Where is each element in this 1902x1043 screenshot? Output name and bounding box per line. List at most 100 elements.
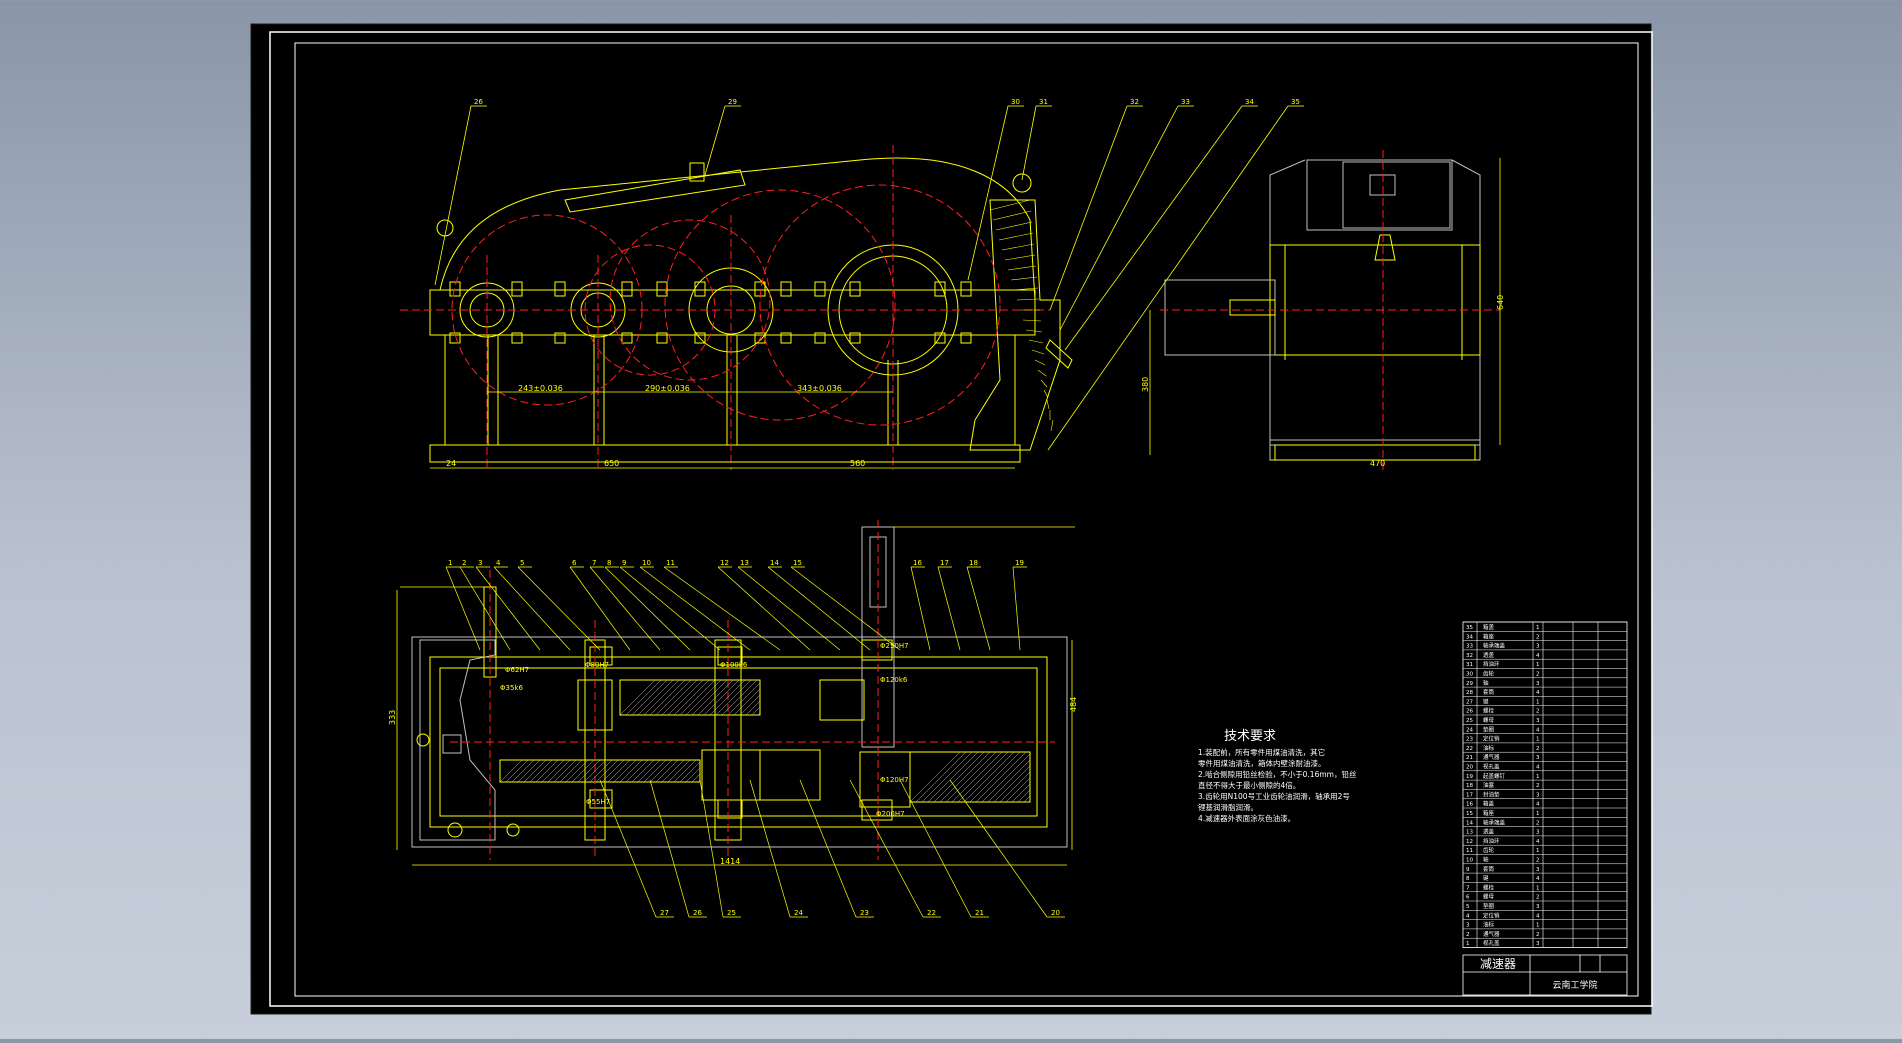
- bom-row-qty: 2: [1536, 858, 1540, 864]
- callout-label: 33: [1181, 98, 1190, 106]
- callout-leader: [767, 566, 871, 651]
- callout-leader: [569, 566, 631, 651]
- plan-hatch-line: [921, 751, 973, 803]
- tech-requirements-heading: 技术要求: [1224, 729, 1276, 744]
- plan-hatch-line: [999, 771, 1031, 803]
- flange-nut: [960, 332, 972, 344]
- callout-label: 16: [913, 559, 922, 567]
- callout-label: 21: [975, 909, 984, 917]
- plan-hatch-line: [939, 751, 991, 803]
- callout-label: 35: [1291, 98, 1300, 106]
- tech-requirement-line: 锂基润滑脂润滑。: [1198, 802, 1258, 812]
- callout-leader: [434, 105, 472, 286]
- flange-bolt: [934, 281, 946, 297]
- hatch-line: [1031, 349, 1045, 355]
- flange-nut: [934, 332, 946, 344]
- bom-row-number: 6: [1466, 895, 1470, 901]
- callout-leader: [1012, 566, 1021, 651]
- plan-hatch-line: [643, 679, 680, 716]
- plan-hatch-line: [957, 751, 1009, 803]
- dim-elev-b: 290±0.036: [645, 384, 690, 393]
- callout-label: 30: [1011, 98, 1020, 106]
- bom-row-number: 34: [1466, 634, 1473, 640]
- bom-row-number: 19: [1466, 774, 1473, 780]
- callout-leader: [1059, 105, 1179, 331]
- bom-row-qty: 2: [1536, 783, 1540, 789]
- plan-hatch-line: [697, 679, 734, 716]
- drawing-paper: [250, 23, 1652, 1015]
- bom-row-name: 通气器: [1483, 930, 1500, 938]
- plan-hatch-line: [715, 679, 752, 716]
- bom-row-name: 螺母: [1483, 716, 1495, 724]
- bom-row-number: 23: [1466, 737, 1473, 743]
- bom-row-name: 箱盖: [1483, 623, 1495, 631]
- callout-label: 27: [660, 909, 669, 917]
- plan-hatch-line: [739, 694, 761, 716]
- callout-label: 20: [1051, 909, 1060, 917]
- hatch-line: [1034, 359, 1046, 366]
- bom-row-name: 套筒: [1483, 688, 1495, 696]
- plan-hatch-line: [673, 759, 697, 783]
- callout-leader: [790, 566, 901, 651]
- callout-leader: [799, 779, 857, 918]
- plan-hatch-line: [655, 679, 692, 716]
- dim-side-width: 470: [1370, 459, 1385, 468]
- bom-row-name: 轴承端盖: [1483, 642, 1506, 650]
- side-view-centerlines: [1160, 150, 1500, 470]
- plan-hatch-line: [691, 679, 728, 716]
- bom-row-number: 22: [1466, 746, 1473, 752]
- bom-row-name: 挡油环: [1483, 660, 1500, 668]
- callout-leader: [517, 566, 601, 651]
- callout-leader: [910, 566, 931, 651]
- plan-hatch-line: [751, 706, 761, 716]
- tech-requirements: 1.装配前，所有零件用煤油清洗，其它 零件用煤油清洗，箱体内壁涂耐油漆。2.啮合…: [1198, 747, 1357, 823]
- plan-hatch-line: [969, 751, 1021, 803]
- bom-row-number: 12: [1466, 839, 1473, 845]
- plan-hatch-line: [577, 759, 601, 783]
- bom-row-qty: 3: [1536, 681, 1540, 687]
- bom-row-name: 定位销: [1483, 735, 1500, 743]
- bom-row-number: 33: [1466, 644, 1473, 650]
- bom-row-name: 轴承端盖: [1483, 818, 1506, 826]
- callout-leader: [639, 566, 751, 651]
- bom-row-qty: 4: [1536, 653, 1540, 659]
- dim-elev-bottom-1: 24: [446, 459, 456, 468]
- callout-label: 4: [496, 559, 501, 567]
- bom-row-number: 15: [1466, 811, 1473, 817]
- bom-row-qty: 1: [1536, 737, 1540, 743]
- flange-nut: [656, 332, 668, 344]
- callout-label: 26: [693, 909, 702, 917]
- callout-label: 31: [1039, 98, 1048, 106]
- plan-hatch-line: [685, 767, 701, 783]
- callout-label: 22: [927, 909, 936, 917]
- callout-leader: [966, 566, 991, 651]
- callout-label: 7: [592, 559, 596, 567]
- bom-row-number: 27: [1466, 699, 1473, 705]
- dim-plan-right: 484: [1069, 697, 1078, 712]
- fit-3: Φ80H7: [585, 661, 609, 669]
- callout-label: 14: [770, 559, 779, 567]
- plan-hatch-line: [667, 679, 704, 716]
- bom-row-qty: 1: [1536, 885, 1540, 891]
- dim-elev-bottom-2: 650: [604, 459, 619, 468]
- flange-nut: [511, 332, 523, 344]
- callout-leader: [749, 779, 791, 918]
- plan-hatch-line: [595, 759, 619, 783]
- bom-row-qty: 4: [1536, 727, 1540, 733]
- callout-leader: [737, 566, 841, 651]
- bom-row-name: 垫圈: [1483, 902, 1495, 910]
- dim-elev-a: 243±0.036: [518, 384, 563, 393]
- bom-row-qty: 1: [1536, 848, 1540, 854]
- plan-hatch-line: [589, 759, 613, 783]
- bom-row-number: 25: [1466, 718, 1473, 724]
- plan-hatch-line: [703, 679, 740, 716]
- callout-leader: [589, 566, 661, 651]
- callout-label: 25: [727, 909, 736, 917]
- bom-row-qty: 4: [1536, 839, 1540, 845]
- callout-label: 13: [740, 559, 749, 567]
- plan-hatch-line: [517, 759, 541, 783]
- hatch-line: [1007, 265, 1037, 271]
- flange-bolt: [780, 281, 792, 297]
